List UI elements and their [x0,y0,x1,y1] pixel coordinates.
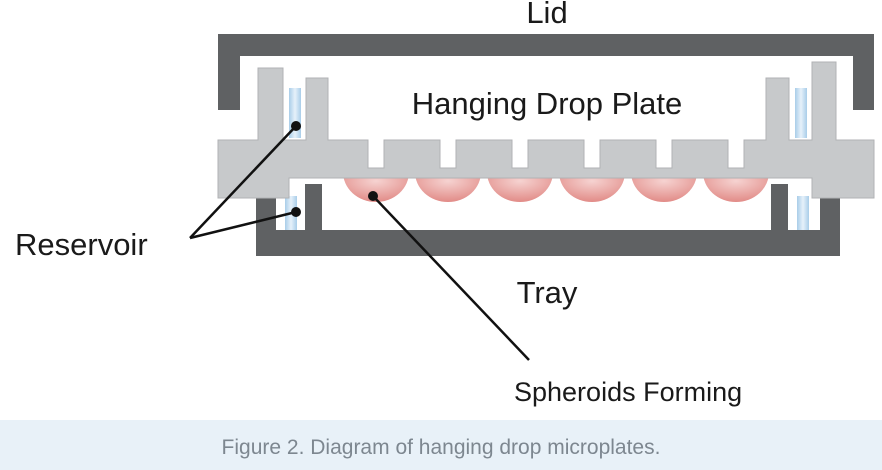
tray-shape [256,180,840,256]
spheroid-drop [487,172,553,202]
tray-label: Tray [517,275,578,310]
lid-label: Lid [526,0,567,30]
hanging-drop-diagram: Lid Hanging Drop Plate Reservoir Tray Sp… [15,0,875,407]
spheroid-drop [631,172,697,202]
spheroid-drop [703,172,769,202]
spheroids-leader-line [372,195,530,361]
reservoir-leader-dot-upper [291,121,301,131]
plate-shape [217,61,875,199]
reservoir-leader-line-upper [189,125,297,239]
spheroids-leader-dot [368,191,378,201]
spheroid-drop [415,172,481,202]
spheroids-label: Spheroids Forming [514,377,742,407]
figure-caption: Figure 2. Diagram of hanging drop microp… [221,436,661,459]
plate-reservoir-water-right [795,88,807,138]
tray-reservoir-water-right [797,196,809,230]
tray-reservoir-wall-right [771,184,788,232]
reservoir-leader-line-lower [189,210,297,240]
lid-shape [218,34,874,110]
reservoir-leader-dot-lower [291,207,301,217]
spheroid-drop [343,172,409,202]
hanging-drop-diagram-figure: Lid Hanging Drop Plate Reservoir Tray Sp… [15,0,875,407]
spheroid-drop [559,172,625,202]
caption-band [0,420,882,470]
reservoir-label: Reservoir [15,227,148,262]
tray-reservoir-wall-left [305,184,322,232]
plate-label: Hanging Drop Plate [412,86,683,121]
spheroid-drops [343,172,769,202]
